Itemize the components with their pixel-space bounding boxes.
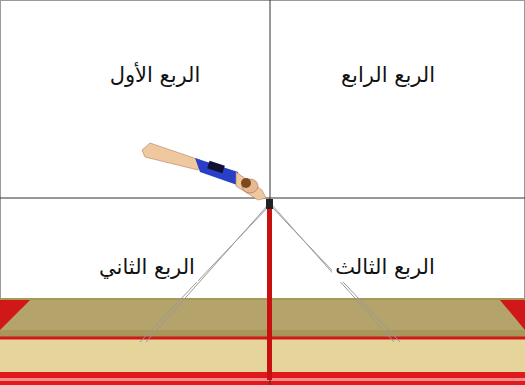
mat-corner	[500, 300, 525, 330]
gymnast	[142, 143, 266, 200]
mat-band	[0, 372, 525, 385]
mat-corner	[0, 300, 30, 330]
mat-back	[0, 300, 525, 330]
mat-top	[0, 338, 525, 372]
quadrant-label: الربع الرابع	[338, 62, 438, 89]
quadrant-label: الربع الثالث	[332, 254, 438, 281]
bar-post	[267, 205, 272, 380]
quadrant-label: الربع الأول	[107, 62, 204, 89]
floor	[0, 298, 525, 385]
quadrant-label: الربع الثاني	[96, 254, 198, 281]
mat-edge	[0, 337, 525, 340]
mat-stripe	[0, 378, 525, 381]
bar-end	[266, 199, 273, 209]
